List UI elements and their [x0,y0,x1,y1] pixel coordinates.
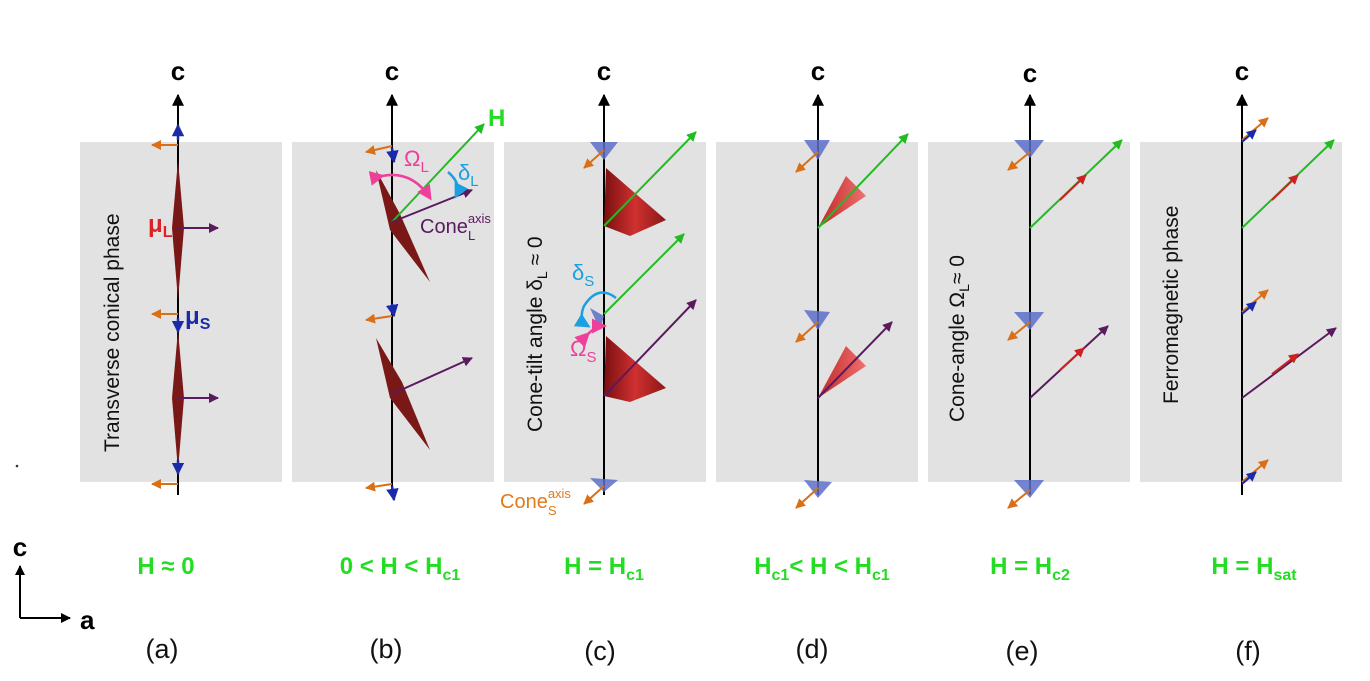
panel-letter-a: (a) [146,634,179,664]
field-label-f: H = Hsat [1211,553,1297,584]
small-moment-cone [590,478,618,492]
cone-axis-arrow [391,357,473,395]
small-moment-cone [1014,140,1044,158]
c-axis-label: c [597,56,611,86]
reference-frame: c a [13,532,95,635]
cone-axis-arrow [817,321,893,399]
small-moment-arrow [1241,471,1257,485]
small-cone-axis-arrow [1007,151,1031,171]
small-moment-cone [1014,480,1044,498]
omega-l-arc [368,170,432,201]
small-moment-arrow [385,303,399,318]
large-moment-disc [172,160,184,300]
small-cone-axis-arrow [795,321,819,343]
frame-c-label: c [13,532,27,562]
omega-s-label: ΩS [570,336,596,366]
panel-letters: (a) (b) (c) (d) (e) (f) [146,634,1261,666]
large-moment-cone [604,168,666,236]
omega-l-label: ΩL [404,146,429,176]
small-moment-arrow [1241,301,1257,315]
c-axis-label: c [811,56,825,86]
panel-backgrounds [80,142,1342,482]
panel-e: c Cone-angle ΩL≈ 0 [946,58,1123,509]
delta-s-label: δS [572,260,594,290]
large-moment-disc [172,330,184,470]
panel-letter-d: (d) [796,634,829,664]
omega-s-arc [574,318,607,348]
field-arrow [603,131,697,227]
large-moment-disc [376,338,430,450]
c-axis-label: c [171,56,185,86]
small-moment-arrow [1241,129,1257,143]
small-moment-arrow [386,147,399,164]
large-moment-arrow [1271,353,1299,375]
small-cone-axis-arrow [1241,117,1269,141]
small-moment-cone [1014,312,1044,330]
c-axis-label: c [1023,58,1037,88]
small-cone-axis-arrow [1007,321,1031,341]
field-arrow [391,123,485,223]
field-h-label: H [488,105,505,132]
small-cone-axis-arrow [1007,489,1031,509]
large-moment-arrow [1059,174,1087,201]
small-moment-cone [804,140,830,160]
c-axis-label: c [1235,56,1249,86]
field-label-c: H = Hc1 [564,553,644,584]
small-cone-axis-arrow [365,145,393,155]
cone-axis-arrow [603,299,697,397]
side-label: Cone-angle ΩL≈ 0 [946,255,972,422]
panel-letter-f: (f) [1235,636,1260,666]
large-moment-arrow [1271,174,1299,201]
field-label-b: 0 < H < Hc1 [340,553,461,584]
small-moment-arrow [386,485,399,502]
small-cone-axis-arrow [365,481,393,492]
side-label: Transverse conical phase [101,213,124,452]
large-moment-cone [604,336,666,402]
delta-l-label: δL [458,160,479,190]
frame-a-label: a [80,605,95,635]
large-moment-arrow [1059,347,1085,371]
delta-l-arc [447,171,469,199]
panel-a: c μL μS Transverse conical phase [101,56,219,495]
small-cone-axis-arrow [795,487,819,509]
panel-letter-b: (b) [370,634,403,664]
panel-f: c Ferromagnetic phase [1160,56,1337,495]
stray-dot [15,464,19,468]
side-label: Cone-tilt angle δL ≈ 0 [524,236,550,432]
c-axis-label: c [385,56,399,86]
panel-letter-c: (c) [584,636,615,666]
field-label-d: Hc1< H < Hc1 [754,553,890,584]
field-conditions: H ≈ 0 0 < H < Hc1 H = Hc1 Hc1< H < Hc1 H… [137,553,1297,584]
small-cone-axis-arrow [583,485,605,505]
field-label-e: H = Hc2 [990,553,1070,584]
small-cone-axis-arrow [795,151,819,173]
mu-s-label: μS [185,303,211,333]
small-cone-axis-arrow [583,149,605,169]
field-arrow [817,133,909,229]
panel-letter-e: (e) [1006,636,1039,666]
field-label-a: H ≈ 0 [137,553,194,580]
side-label: Ferromagnetic phase [1160,206,1183,404]
mu-l-label: μL [148,211,173,241]
panel-d: c [795,56,909,509]
field-arrow [603,233,685,315]
small-moment-cone [804,310,830,330]
